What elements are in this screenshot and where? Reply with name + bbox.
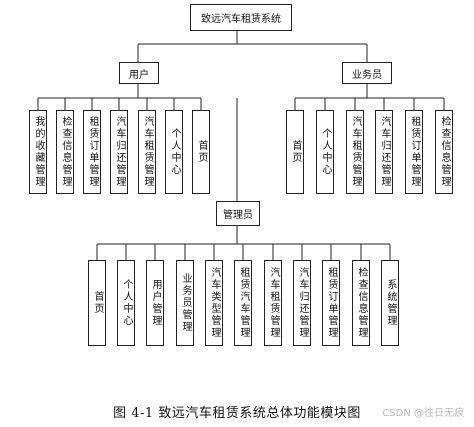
figure-caption: 图 4-1 致远汽车租赁系统总体功能模块图	[113, 406, 361, 421]
staff-module-label: 汽车租赁管理	[350, 116, 361, 188]
admin-module-label: 首页	[92, 291, 103, 315]
watermark: CSDN @往日无痕	[382, 408, 464, 419]
admin-module-inspection: 检查信息管理	[352, 260, 370, 346]
role-node-staff: 业务员	[342, 62, 392, 84]
staff-module-profile: 个人中心	[316, 110, 334, 194]
admin-module-label: 业务员管理	[180, 273, 191, 333]
admin-module-label: 租赁汽车管理	[238, 267, 249, 339]
admin-module-label: 用户管理	[150, 279, 161, 327]
admin-module-label: 个人中心	[121, 279, 132, 327]
user-module-label: 检查信息管理	[60, 116, 71, 188]
admin-module-users: 用户管理	[146, 260, 164, 346]
user-module-favorites: 我的收藏管理	[29, 110, 47, 194]
user-module-label: 个人中心	[169, 128, 180, 176]
admin-module-home: 首页	[88, 260, 106, 346]
staff-module-label: 个人中心	[320, 128, 331, 176]
staff-module-rentals: 汽车租赁管理	[346, 110, 364, 194]
root-node: 致远汽车租赁系统	[190, 4, 292, 31]
admin-module-rental-cars: 租赁汽车管理	[234, 260, 252, 346]
admin-module-returns: 汽车归还管理	[293, 260, 311, 346]
user-module-label: 首页	[196, 140, 207, 164]
admin-module-label: 租赁订单管理	[326, 267, 337, 339]
admin-module-rentals: 汽车租赁管理	[264, 260, 282, 346]
admin-module-system: 系统管理	[381, 260, 399, 346]
staff-module-inspection: 检查信息管理	[435, 110, 453, 194]
user-module-label: 租赁订单管理	[87, 116, 98, 188]
admin-module-label: 汽车类型管理	[209, 267, 220, 339]
admin-module-label: 汽车归还管理	[297, 267, 308, 339]
admin-module-label: 汽车租赁管理	[268, 267, 279, 339]
staff-module-label: 检查信息管理	[439, 116, 450, 188]
user-module-label: 汽车租赁管理	[142, 116, 153, 188]
staff-module-label: 汽车归还管理	[379, 116, 390, 188]
role-label-admin: 管理员	[223, 210, 253, 221]
role-label-staff: 业务员	[352, 69, 382, 81]
user-module-profile: 个人中心	[165, 110, 183, 194]
root-label: 致远汽车租赁系统	[201, 14, 281, 25]
user-module-home: 首页	[192, 110, 210, 194]
staff-module-label: 租赁订单管理	[409, 116, 420, 188]
staff-module-returns: 汽车归还管理	[375, 110, 393, 194]
staff-module-label: 首页	[290, 140, 301, 164]
staff-module-orders: 租赁订单管理	[405, 110, 423, 194]
role-node-user: 用户	[119, 62, 159, 84]
staff-module-home: 首页	[286, 110, 304, 194]
user-module-label: 我的收藏管理	[33, 116, 44, 188]
admin-module-car-types: 汽车类型管理	[205, 260, 223, 346]
admin-module-label: 系统管理	[385, 279, 396, 327]
admin-module-label: 检查信息管理	[356, 267, 367, 339]
user-module-label: 汽车归还管理	[114, 116, 125, 188]
admin-module-profile: 个人中心	[117, 260, 135, 346]
admin-module-staff: 业务员管理	[176, 260, 194, 346]
user-module-inspection: 检查信息管理	[56, 110, 74, 194]
role-node-admin: 管理员	[216, 201, 260, 226]
admin-module-orders: 租赁订单管理	[322, 260, 340, 346]
user-module-returns: 汽车归还管理	[110, 110, 128, 194]
role-label-user: 用户	[129, 69, 149, 81]
user-module-orders: 租赁订单管理	[83, 110, 101, 194]
user-module-rentals: 汽车租赁管理	[138, 110, 156, 194]
